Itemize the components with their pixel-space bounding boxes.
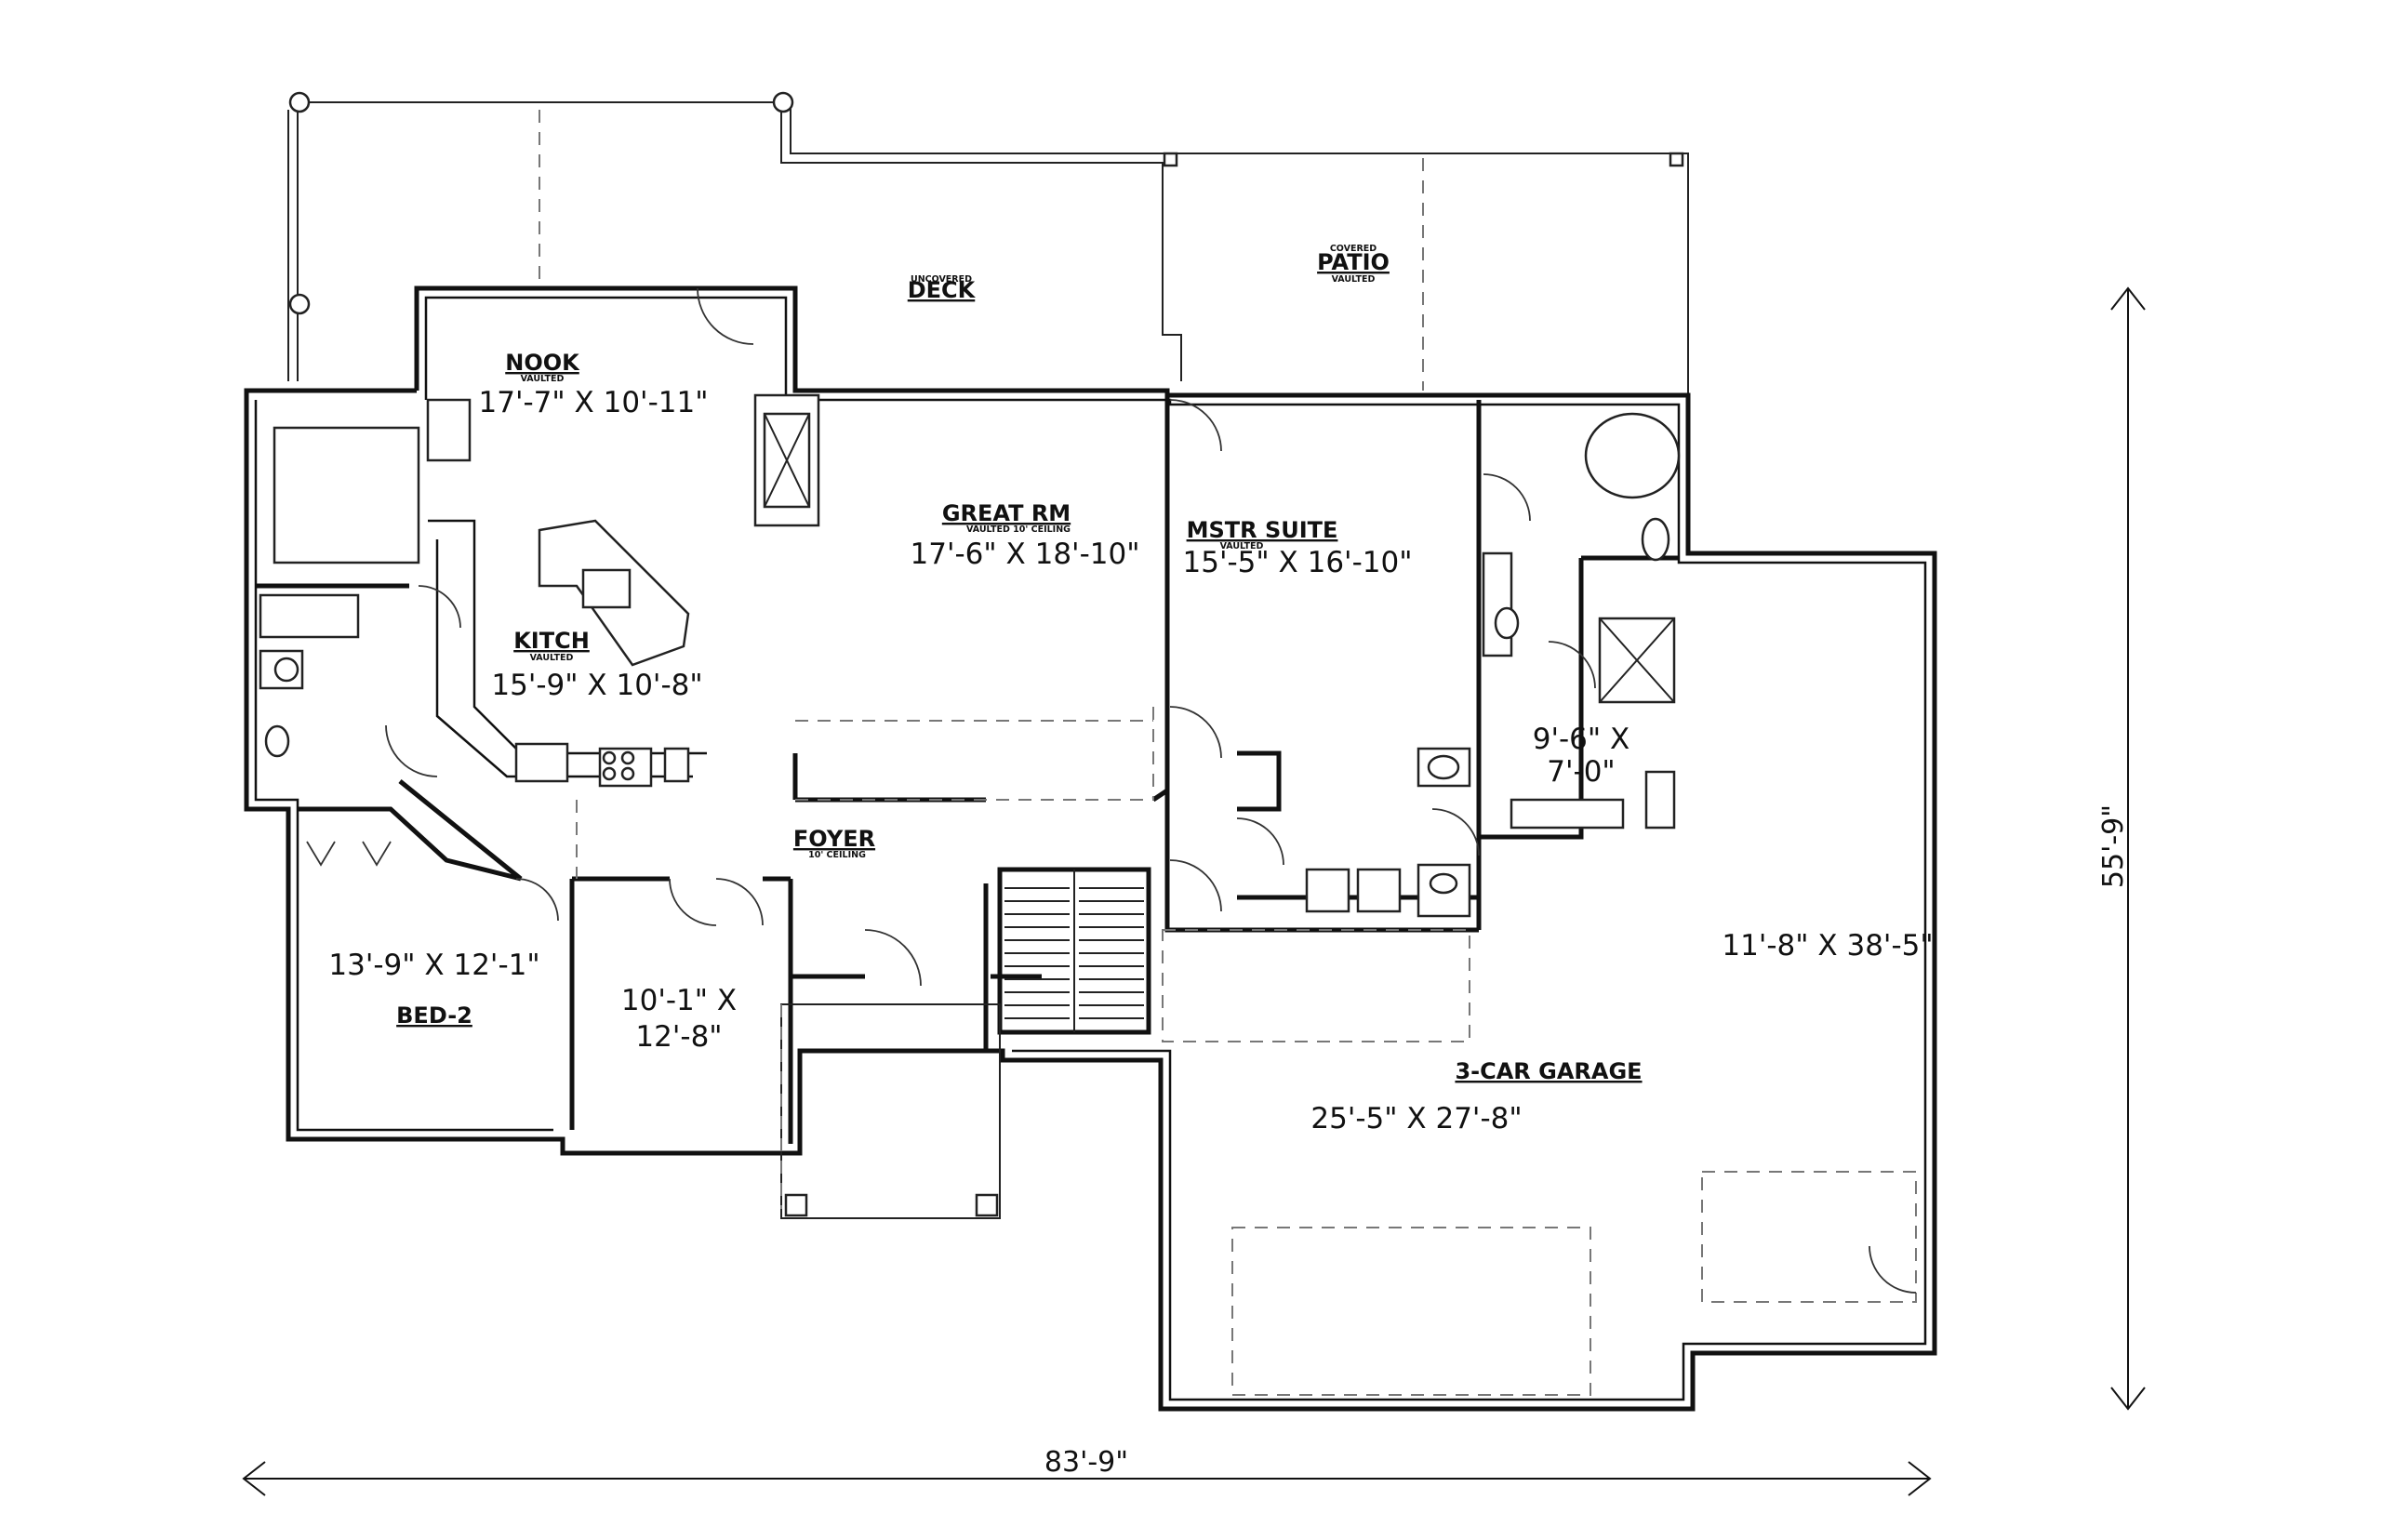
room-label-deck: UNCOVERED DECK (908, 274, 977, 303)
nook-name: NOOK (505, 350, 580, 376)
deck-sub: UNCOVERED (911, 274, 972, 285)
fireplace (753, 393, 820, 527)
kitchen-fixtures (426, 398, 707, 788)
closet-dim-line1: 9'-6" X (1533, 723, 1630, 756)
deck-name: DECK (908, 277, 977, 303)
front-porch (780, 1003, 1001, 1219)
bed2-name: BED-2 (396, 1002, 472, 1029)
overall-width-dimension: 83'-9" (242, 1446, 1932, 1496)
patio-name: PATIO (1317, 249, 1390, 275)
nook-sub: VAULTED (521, 374, 565, 384)
foyer-name: FOYER (793, 826, 875, 852)
great-rm-sub: VAULTED 10' CEILING (966, 524, 1071, 535)
left-bath-fixtures (256, 426, 420, 758)
nook-dim: 17'-7" X 10'-11" (479, 386, 709, 419)
kitch-name: KITCH (513, 628, 590, 654)
kitch-dim: 15'-9" X 10'-8" (491, 669, 702, 702)
mstr-suite-sub: VAULTED (1220, 541, 1264, 551)
laundry-fixtures (1305, 747, 1471, 918)
stairs (997, 867, 1151, 1035)
room-label-nook: NOOK VAULTED 17'-7" X 10'-11" (479, 350, 709, 419)
room-label-closet: 9'-6" X 7'-0" (1533, 723, 1630, 789)
room-label-patio: COVERED PATIO VAULTED (1317, 244, 1390, 285)
bed3-dim-line1: 10'-1" X (621, 984, 737, 1017)
bed2-dim: 13'-9" X 12'-1" (328, 949, 539, 982)
garage-name: 3-CAR GARAGE (1455, 1058, 1642, 1084)
room-label-great-rm: GREAT RM VAULTED 10' CEILING 17'-6" X 18… (911, 500, 1140, 571)
room-label-kitch: KITCH VAULTED 15'-9" X 10'-8" (491, 628, 702, 702)
room-label-bed2: 13'-9" X 12'-1" BED-2 (328, 949, 539, 1029)
mstr-suite-name: MSTR SUITE (1187, 517, 1338, 543)
master-bath-fixtures (1482, 412, 1681, 830)
great-rm-name: GREAT RM (942, 500, 1071, 526)
patio-sub-top: COVERED (1330, 244, 1377, 254)
garage-dim-side: 11'-8" X 38'-5" (1722, 929, 1933, 962)
garage-dim: 25'-5" X 27'-8" (1310, 1102, 1522, 1135)
mstr-suite-dim: 15'-5" X 16'-10" (1183, 546, 1413, 579)
deck-outline (287, 91, 1689, 395)
room-label-bed3: 10'-1" X 12'-8" (621, 984, 737, 1054)
overall-depth: 55'-9" (2097, 804, 2130, 888)
patio-sub: VAULTED (1332, 274, 1376, 285)
interior-walls (298, 395, 1679, 1144)
garage-details (576, 707, 1917, 1396)
closet-dim-line2: 7'-0" (1547, 755, 1615, 789)
room-label-garage: 11'-8" X 38'-5" 3-CAR GARAGE 25'-5" X 27… (1310, 929, 1933, 1135)
exterior-walls (244, 285, 1937, 1412)
room-label-mstr-suite: MSTR SUITE VAULTED 15'-5" X 16'-10" (1183, 517, 1413, 579)
kitch-sub: VAULTED (530, 653, 574, 663)
overall-depth-dimension: 55'-9" (2097, 286, 2146, 1411)
foyer-sub: 10' CEILING (808, 850, 866, 860)
bed3-dim-line2: 12'-8" (635, 1020, 722, 1054)
overall-width: 83'-9" (1044, 1446, 1128, 1479)
great-rm-dim: 17'-6" X 18'-10" (911, 538, 1140, 571)
door-swings (306, 287, 1917, 1294)
room-label-foyer: FOYER 10' CEILING (793, 826, 875, 860)
